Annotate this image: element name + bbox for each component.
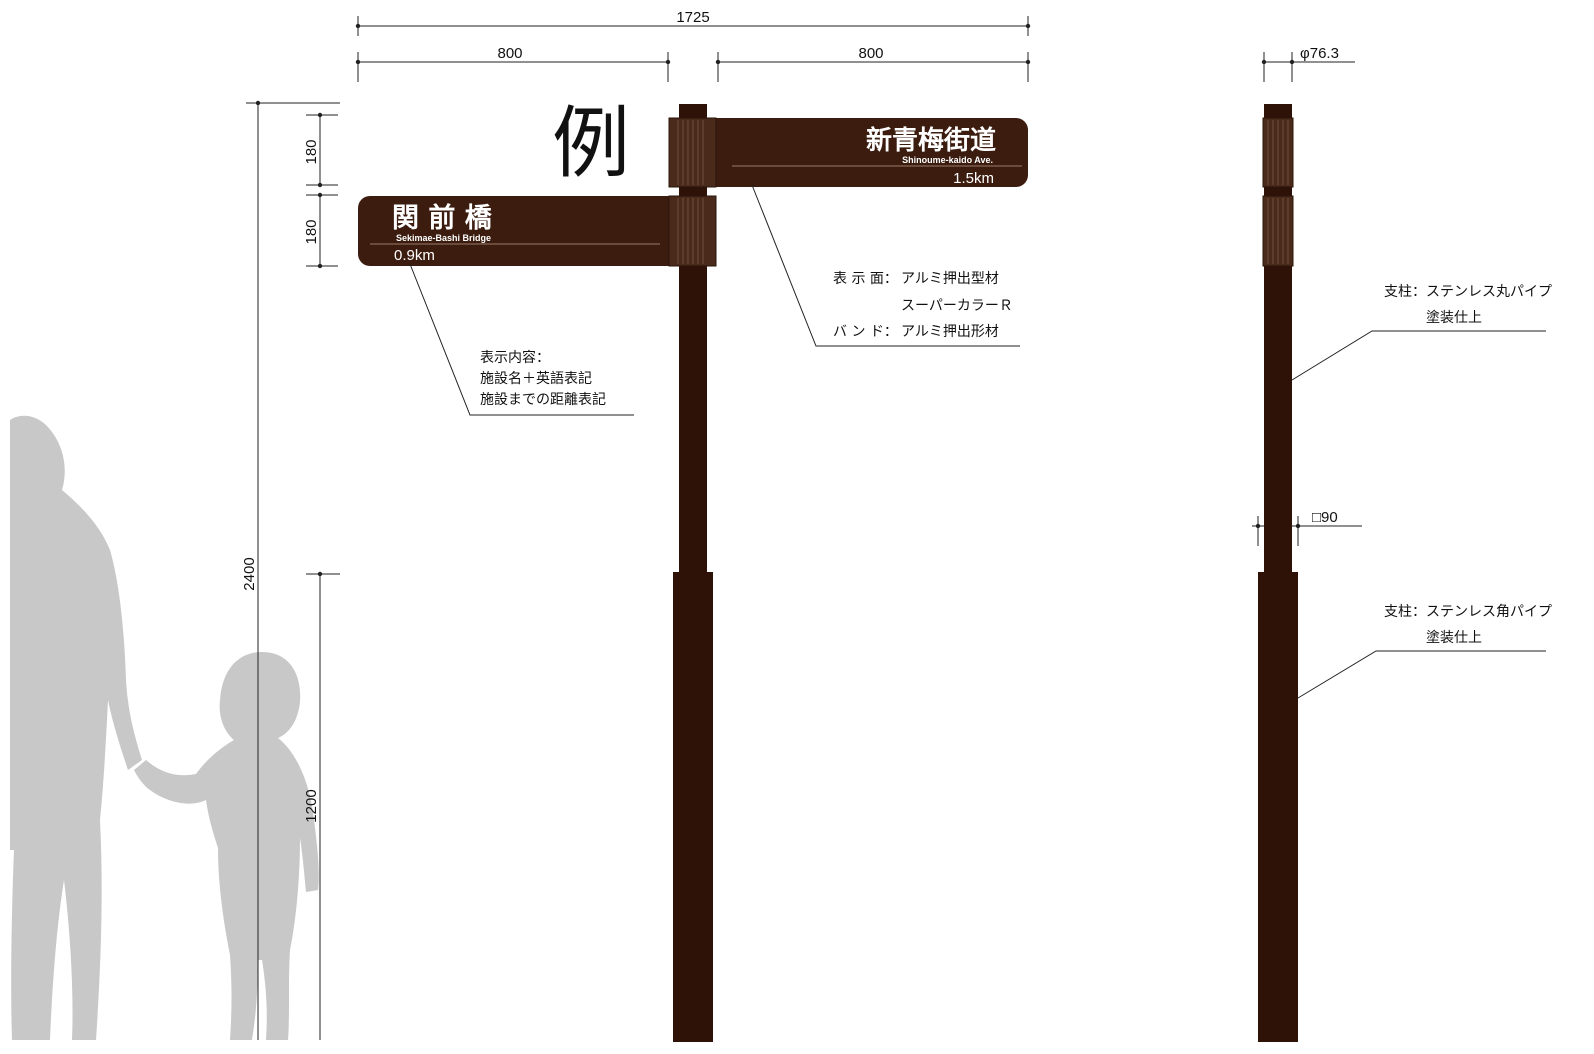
dim-base-height: 1200	[303, 789, 320, 822]
dim-upper-sign-height: 180	[303, 139, 320, 164]
child-silhouette-icon	[134, 652, 319, 1040]
sign-right: 新青梅街道 Shinoume-kaido Ave. 1.5km	[705, 118, 1028, 187]
leader-lines	[409, 184, 1546, 699]
human-scale-figures	[10, 415, 319, 1040]
note-content-1: 表示内容：	[480, 349, 550, 366]
sign-left-panel	[358, 196, 680, 266]
band-upper	[668, 117, 717, 188]
note-round-post-2: 塗装仕上	[1426, 309, 1482, 326]
note-square-post-1: 支柱：ステンレス角パイプ	[1384, 604, 1552, 620]
sign-right-panel	[705, 118, 1028, 187]
side-pole	[1258, 104, 1298, 1042]
dim-right-arm: 800	[858, 45, 883, 62]
sign-right-distance: 1.5km	[953, 170, 994, 187]
dim-lower-sign-height: 180	[303, 219, 320, 244]
note-square-post-2: 塗装仕上	[1426, 629, 1482, 646]
front-pole-base	[673, 572, 713, 1042]
note-band-material: アルミ押出形材	[901, 324, 999, 340]
dim-round-pipe: φ76.3	[1300, 45, 1339, 62]
note-content-3: 施設までの距離表記	[480, 391, 606, 408]
note-content-2: 施設名＋英語表記	[480, 370, 592, 387]
note-surface-label: 表 示 面：	[833, 271, 898, 287]
front-clamp-bands	[668, 117, 717, 267]
band-lower	[668, 195, 717, 267]
dim-total-height: 2400	[241, 557, 258, 590]
dimension-ticks	[255, 23, 1301, 577]
sign-left-name: 関 前 橋	[392, 202, 493, 234]
adult-silhouette-icon	[10, 415, 142, 1040]
sign-left-distance: 0.9km	[394, 247, 435, 264]
dim-total-width: 1725	[676, 9, 709, 26]
dim-left-arm: 800	[497, 45, 522, 62]
note-band-label: バ ン ド：	[833, 324, 898, 340]
sign-right-name: 新青梅街道	[866, 125, 996, 156]
note-surface-finish: スーパーカラーＲ	[901, 298, 1013, 314]
example-mark: 例	[552, 99, 630, 189]
dim-square-pipe: □90	[1312, 509, 1338, 526]
note-round-post-1: 支柱：ステンレス丸パイプ	[1384, 284, 1552, 300]
note-surface-material: アルミ押出型材	[901, 271, 999, 287]
side-pole-base	[1258, 572, 1298, 1042]
sign-left: 関 前 橋 Sekimae-Bashi Bridge 0.9km	[358, 196, 680, 266]
sign-left-english: Sekimae-Bashi Bridge	[396, 233, 491, 243]
sign-right-english: Shinoume-kaido Ave.	[902, 155, 993, 165]
